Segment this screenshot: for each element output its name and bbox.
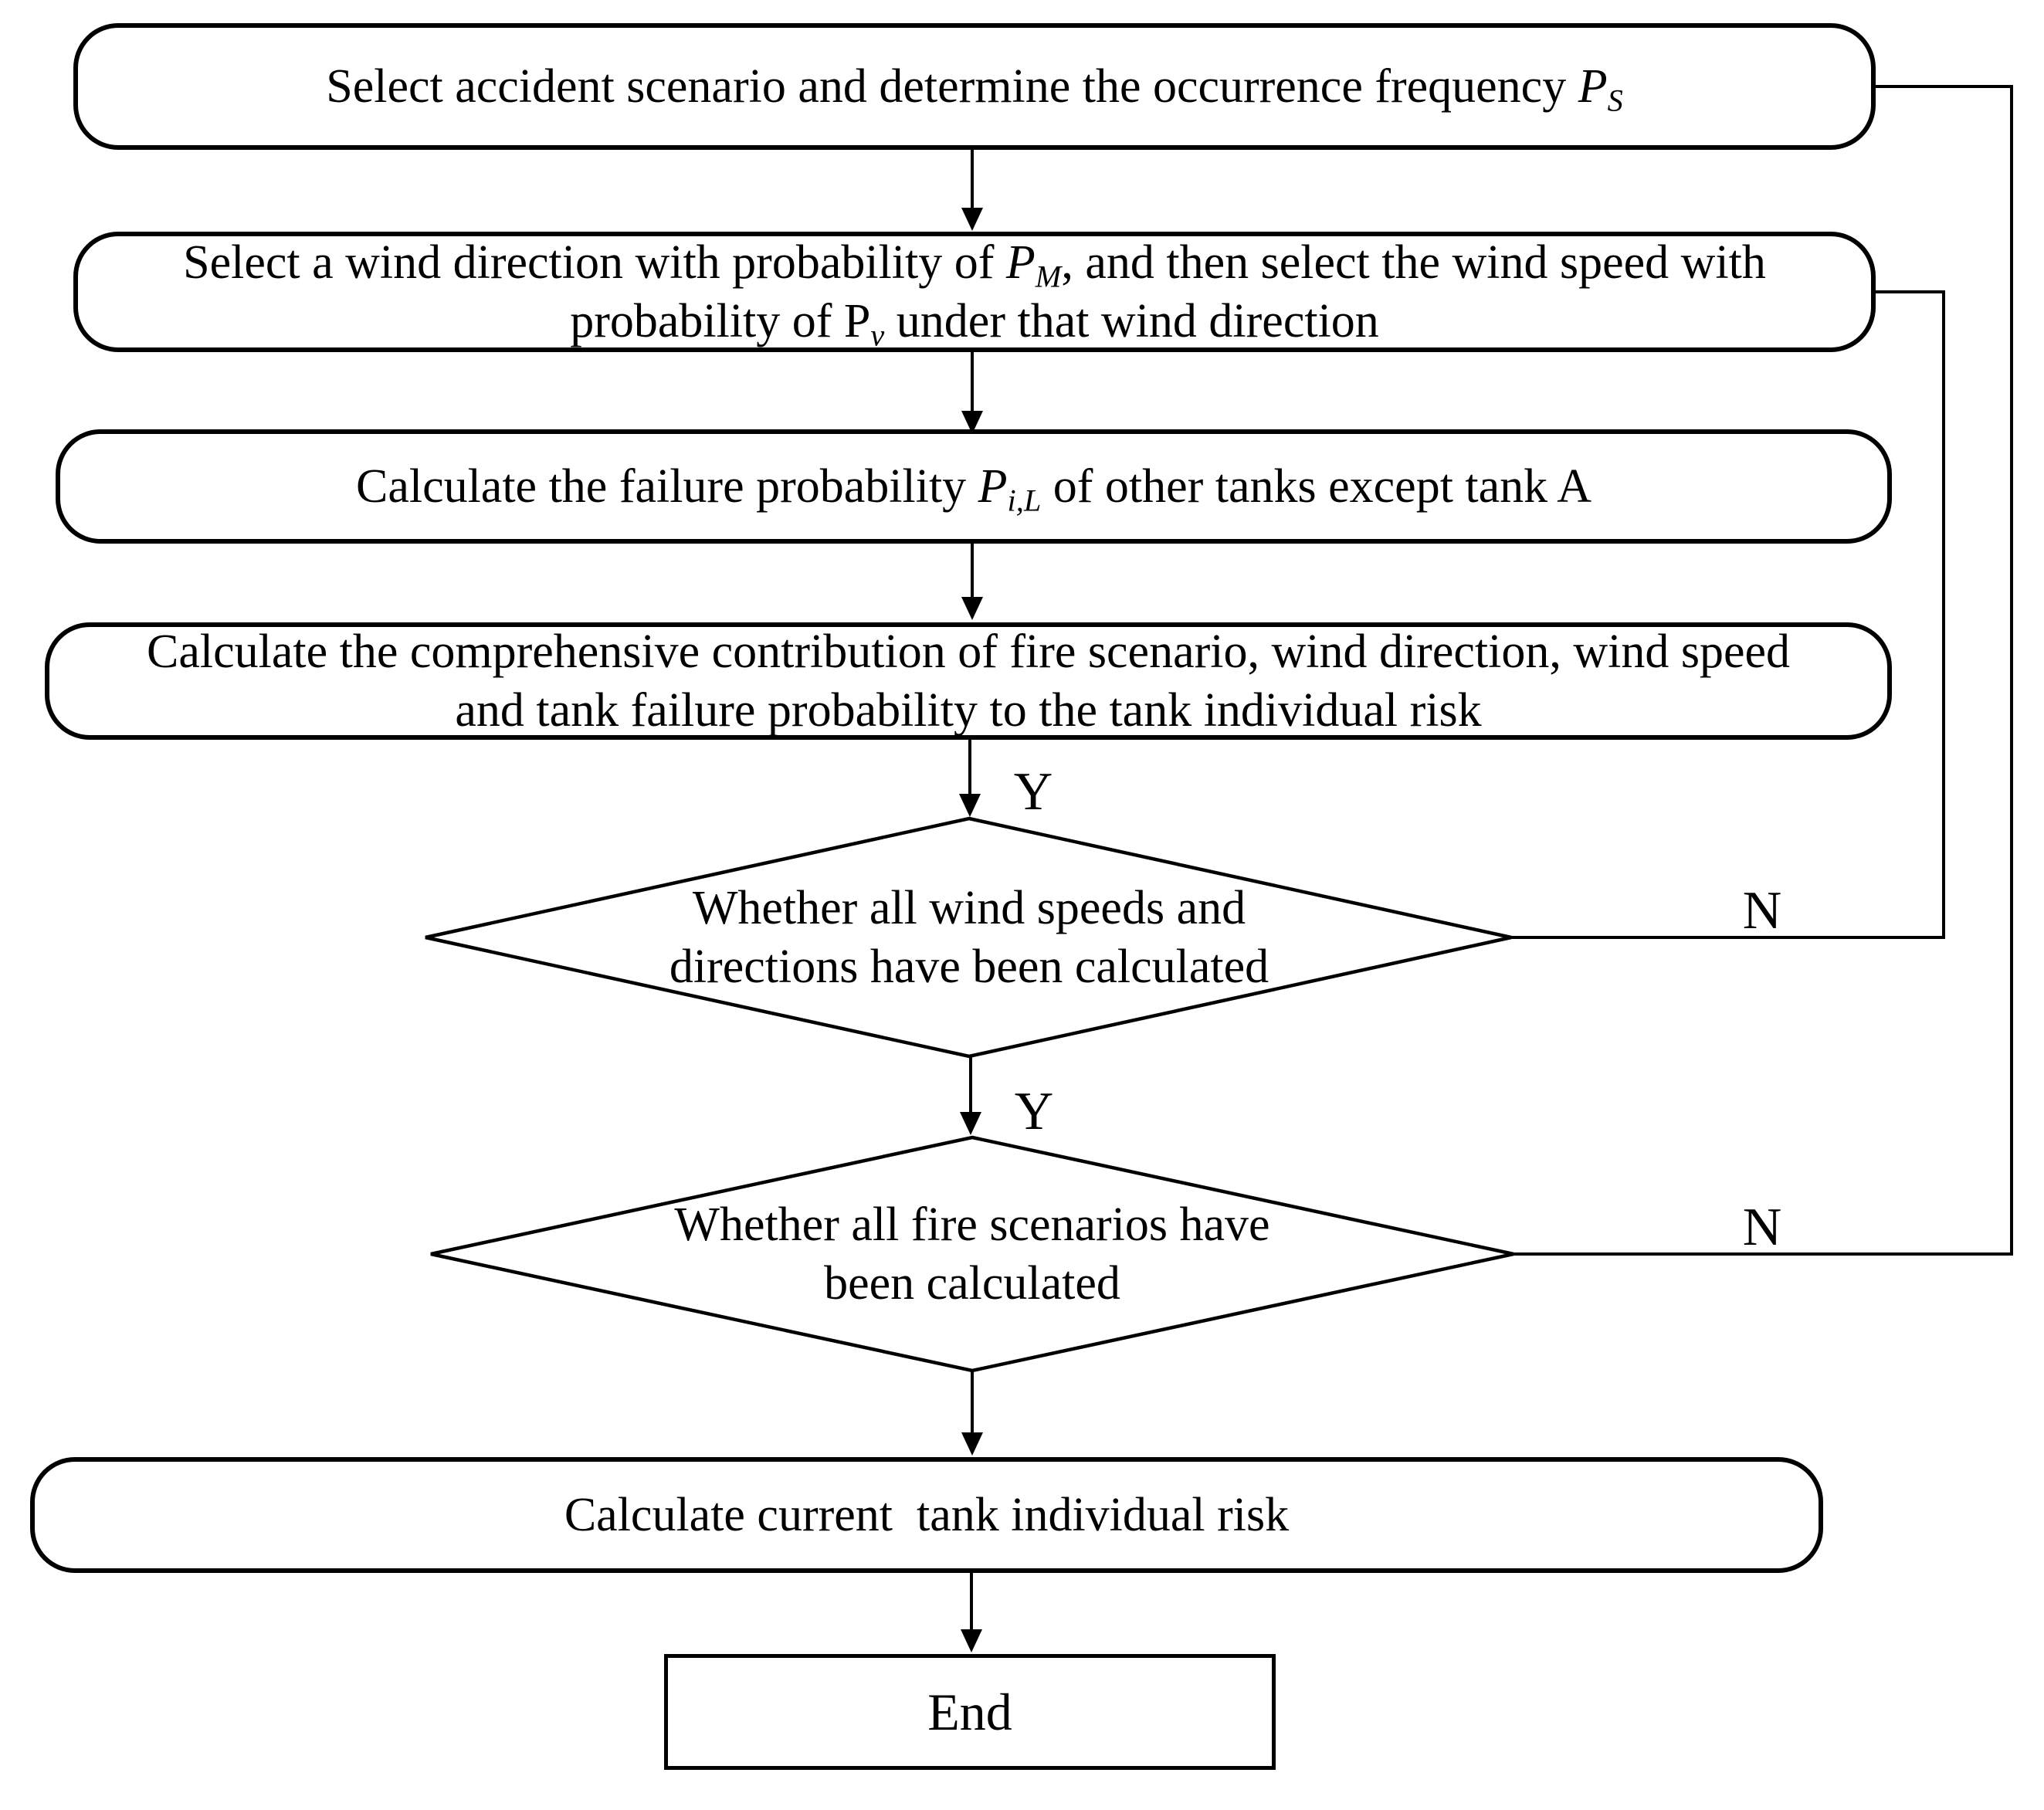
arrowhead-6: [961, 1432, 983, 1456]
arrowhead-7: [961, 1629, 982, 1652]
box3-pre: Calculate the failure probability: [355, 460, 978, 513]
label-no-1: N: [1742, 881, 1782, 941]
return-line-wind-loop: [1511, 290, 1945, 939]
process-select-scenario-text: Select accident scenario and determine t…: [326, 57, 1622, 116]
box3-var-p: P: [978, 460, 1008, 513]
box4-line2: and tank failure probability to the tank…: [455, 684, 1482, 737]
box2-line1-post: , and then select the wind speed with: [1061, 236, 1766, 289]
arrowhead-3: [961, 597, 983, 620]
process-select-wind-line2: probability of Pv under that wind direct…: [570, 292, 1379, 351]
box4-line1: Calculate the comprehensive contribution…: [147, 625, 1790, 678]
return-line-scenario-loop: [1514, 85, 2013, 1256]
process-comprehensive-contribution: Calculate the comprehensive contribution…: [45, 622, 1892, 740]
box1-sub-s: S: [1607, 83, 1623, 118]
box2-line2-pre: probability of: [570, 295, 844, 347]
process-select-wind: Select a wind direction with probability…: [73, 232, 1876, 352]
box3-post: of other tanks except tank A: [1041, 460, 1592, 513]
end-text: End: [927, 1682, 1012, 1741]
box1-var-p: P: [1578, 60, 1608, 113]
process-select-wind-line1: Select a wind direction with probability…: [183, 233, 1766, 292]
box5-text: Calculate current tank individual risk: [564, 1489, 1290, 1541]
process-current-risk: Calculate current tank individual risk: [30, 1457, 1823, 1573]
arrowhead-1: [961, 208, 983, 231]
label-yes-1: Y: [1013, 762, 1053, 822]
box2-line1-pre: Select a wind direction with probability…: [183, 236, 1006, 289]
decision-wind-diamond: [425, 816, 1512, 1059]
decision-wind-text: Whether all wind speeds and directions h…: [669, 879, 1269, 996]
arrowhead-5: [960, 1112, 981, 1135]
end-box: End: [664, 1654, 1276, 1770]
decision-scenario-text: Whether all fire scenarios have been cal…: [674, 1195, 1269, 1313]
decision1-line1: Whether all wind speeds and: [692, 882, 1246, 934]
box3-sub-il: i,L: [1007, 483, 1042, 518]
process-select-scenario: Select accident scenario and determine t…: [73, 23, 1876, 150]
process-failure-probability: Calculate the failure probability Pi,L o…: [56, 429, 1892, 544]
label-no-2: N: [1742, 1198, 1782, 1257]
process-failure-probability-text: Calculate the failure probability Pi,L o…: [356, 457, 1591, 516]
box2-sub-v: v: [870, 317, 885, 353]
box2-var-p: P: [1005, 236, 1036, 289]
decision-scenario-diamond: [430, 1135, 1514, 1373]
box2-var-p-upright: P: [843, 295, 871, 347]
decision1-line2: directions have been calculated: [669, 941, 1269, 993]
decision2-line2: been calculated: [824, 1257, 1120, 1310]
box2-line2-post: under that wind direction: [884, 295, 1379, 347]
label-yes-2: Y: [1014, 1082, 1054, 1141]
arrowhead-4: [959, 794, 981, 817]
box1-text: Select accident scenario and determine t…: [326, 60, 1578, 113]
decision2-line1: Whether all fire scenarios have: [674, 1198, 1270, 1251]
box2-sub-m: M: [1035, 259, 1062, 294]
arrowhead-2: [961, 411, 983, 434]
